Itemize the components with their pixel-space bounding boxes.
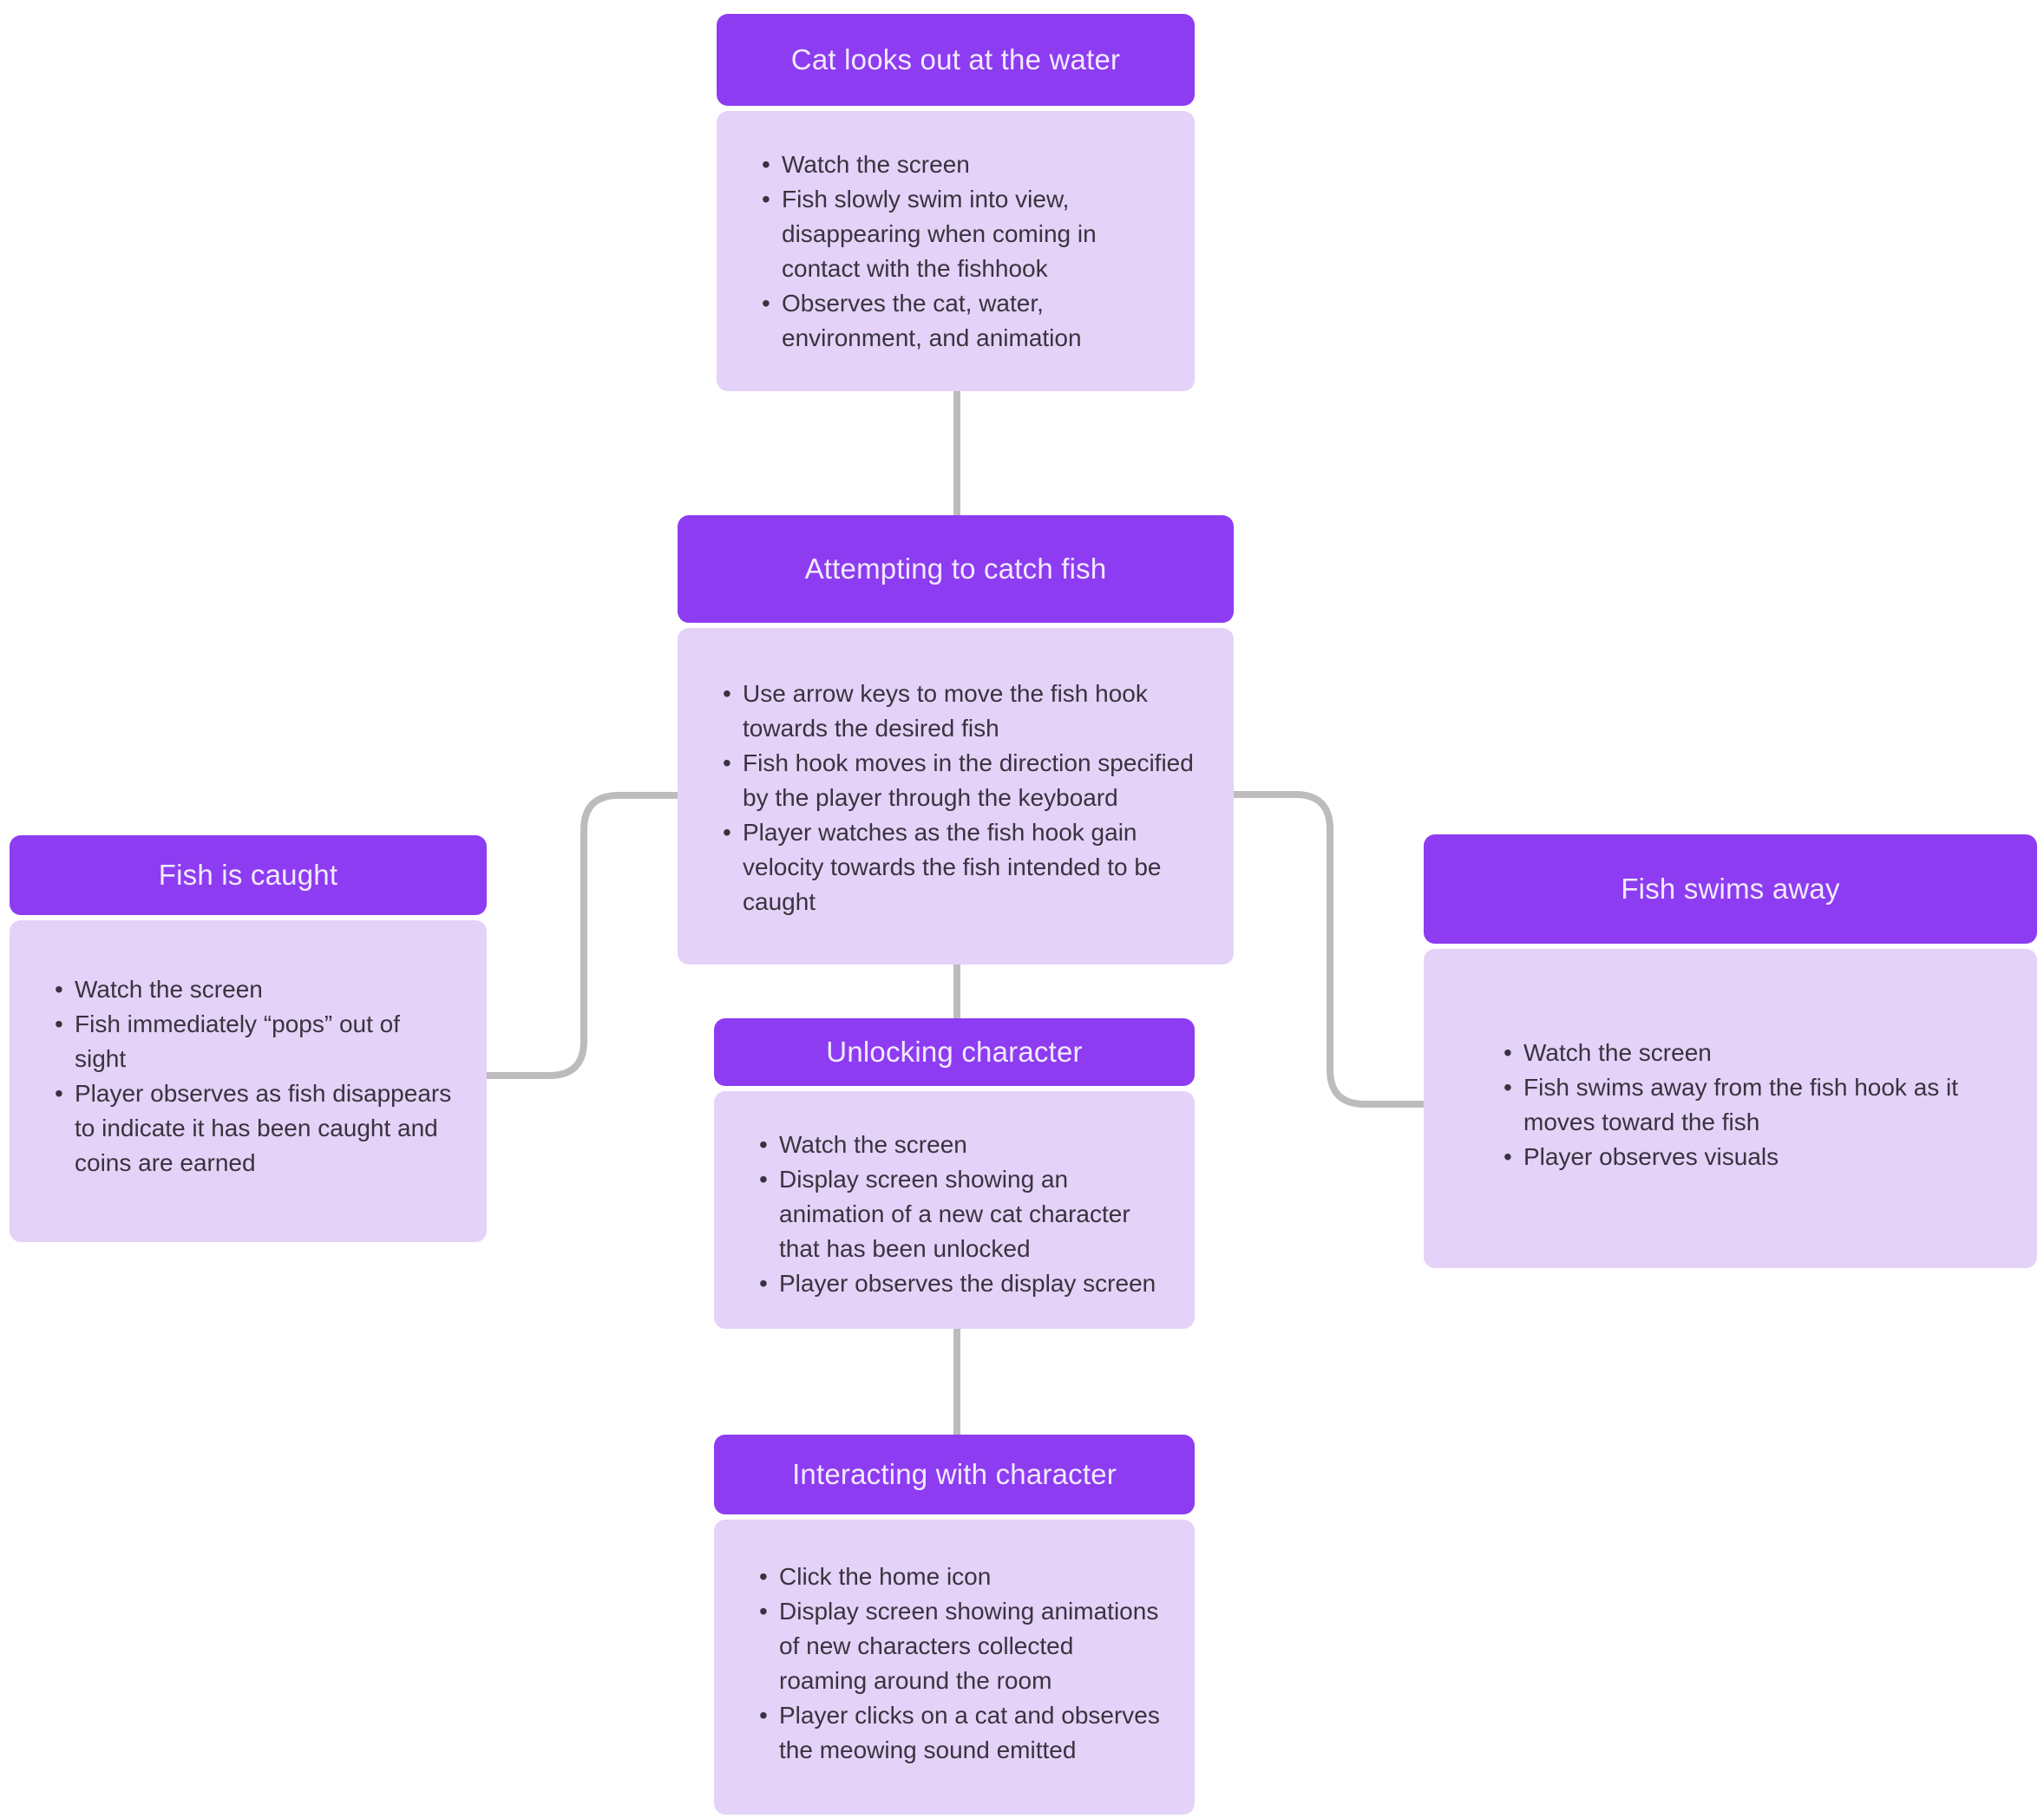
node-title-bar: Fish is caught: [10, 835, 487, 915]
bullet-item: Watch the screen: [762, 147, 1162, 182]
node-body: Watch the screenFish immediately “pops” …: [10, 920, 487, 1242]
node-fish-is-caught[interactable]: Fish is caught Watch the screenFish imme…: [10, 835, 487, 1242]
connector-middle-to-fish-caught: [483, 792, 681, 1079]
bullet-item: Display screen showing an animation of a…: [759, 1162, 1162, 1266]
bullet-item: Use arrow keys to move the fish hook tow…: [723, 677, 1208, 746]
connector-middle-to-fish-swims-away: [1230, 791, 1427, 1108]
node-unlocking-character[interactable]: Unlocking character Watch the screenDisp…: [714, 1018, 1195, 1329]
bullet-list: Watch the screenFish immediately “pops” …: [55, 972, 457, 1180]
bullet-item: Display screen showing animations of new…: [759, 1594, 1165, 1698]
bullet-item: Player observes the display screen: [759, 1266, 1162, 1301]
node-body: Watch the screenDisplay screen showing a…: [714, 1091, 1195, 1329]
node-title-bar: Attempting to catch fish: [678, 515, 1234, 623]
bullet-item: Fish hook moves in the direction specifi…: [723, 746, 1208, 815]
node-title-bar: Interacting with character: [714, 1435, 1195, 1514]
node-title: Cat looks out at the water: [790, 43, 1121, 75]
bullet-item: Player watches as the fish hook gain vel…: [723, 815, 1208, 919]
bullet-item: Fish swims away from the fish hook as it…: [1504, 1070, 1962, 1140]
bullet-list: Watch the screenFish slowly swim into vi…: [762, 147, 1162, 356]
bullet-item: Fish immediately “pops” out of sight: [55, 1007, 457, 1076]
node-title: Fish swims away: [1621, 873, 1840, 905]
node-title-bar: Cat looks out at the water: [717, 14, 1195, 106]
node-attempting-to-catch-fish[interactable]: Attempting to catch fish Use arrow keys …: [678, 515, 1234, 965]
node-title: Interacting with character: [792, 1458, 1117, 1490]
node-body: Watch the screenFish slowly swim into vi…: [717, 111, 1195, 391]
bullet-item: Observes the cat, water, environment, an…: [762, 286, 1162, 356]
node-title: Attempting to catch fish: [804, 553, 1107, 585]
node-title: Fish is caught: [158, 859, 338, 891]
bullet-item: Watch the screen: [55, 972, 457, 1007]
bullet-item: Player observes visuals: [1504, 1140, 1962, 1174]
bullet-item: Click the home icon: [759, 1560, 1165, 1594]
bullet-list: Use arrow keys to move the fish hook tow…: [723, 677, 1208, 919]
bullet-list: Watch the screenFish swims away from the…: [1504, 1036, 1962, 1174]
node-interacting-with-character[interactable]: Interacting with character Click the hom…: [714, 1435, 1195, 1815]
bullet-item: Watch the screen: [759, 1128, 1162, 1162]
node-body: Use arrow keys to move the fish hook tow…: [678, 628, 1234, 965]
bullet-item: Watch the screen: [1504, 1036, 1962, 1070]
bullet-list: Watch the screenDisplay screen showing a…: [759, 1128, 1162, 1301]
node-body: Watch the screenFish swims away from the…: [1424, 949, 2037, 1268]
node-title-bar: Fish swims away: [1424, 834, 2037, 944]
node-title-bar: Unlocking character: [714, 1018, 1195, 1086]
node-fish-swims-away[interactable]: Fish swims away Watch the screenFish swi…: [1424, 834, 2037, 1268]
bullet-list: Click the home iconDisplay screen showin…: [759, 1560, 1165, 1768]
node-body: Click the home iconDisplay screen showin…: [714, 1520, 1195, 1815]
bullet-item: Player clicks on a cat and observes the …: [759, 1698, 1165, 1768]
node-cat-looks-out-at-the-water[interactable]: Cat looks out at the water Watch the scr…: [717, 14, 1195, 391]
bullet-item: Fish slowly swim into view, disappearing…: [762, 182, 1162, 286]
node-title: Unlocking character: [826, 1036, 1083, 1068]
bullet-item: Player observes as fish disappears to in…: [55, 1076, 457, 1180]
